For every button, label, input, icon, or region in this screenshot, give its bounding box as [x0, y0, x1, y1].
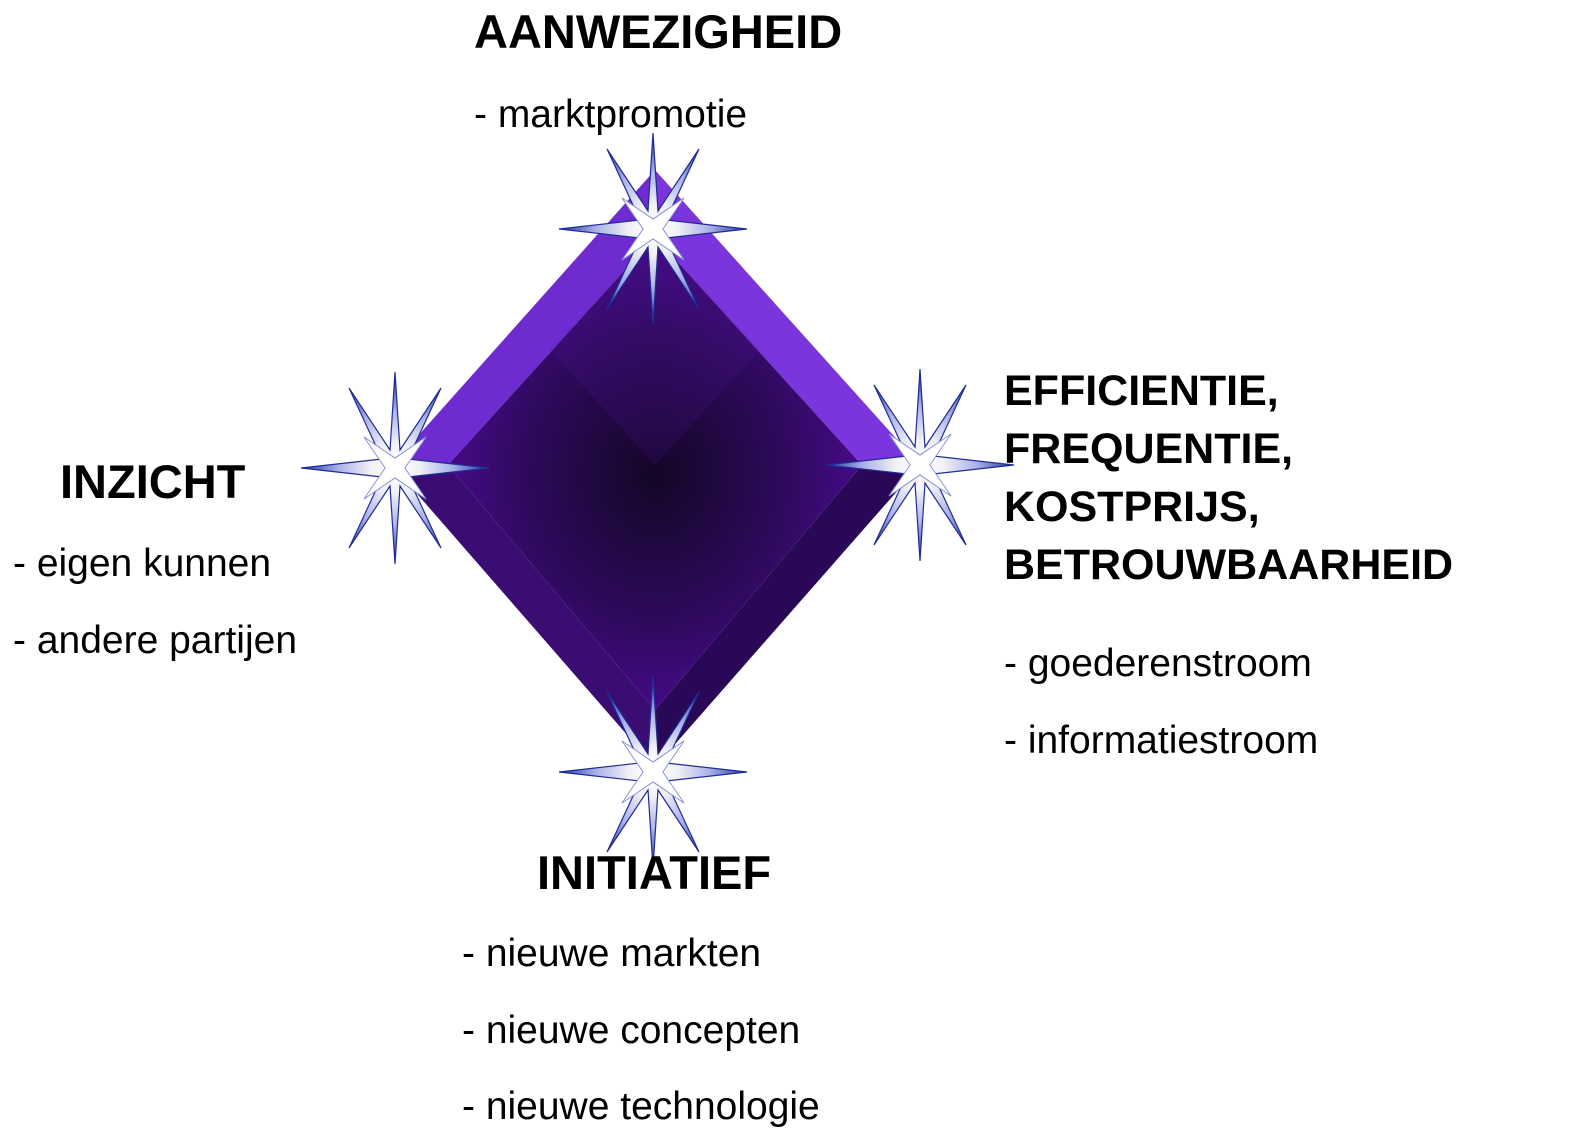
item-marktpromotie: - marktpromotie: [474, 93, 748, 136]
heading-efficientie: EFFICIENTIE, FREQUENTIE, KOSTPRIJS, BETR…: [1004, 362, 1453, 594]
item-nieuwe-concepten: - nieuwe concepten: [462, 1009, 801, 1052]
item-nieuwe-technologie: - nieuwe technologie: [462, 1085, 820, 1128]
item-goederenstroom: - goederenstroom: [1004, 642, 1312, 685]
heading-line: BETROUWBAARHEID: [1004, 541, 1454, 589]
heading-line: EFFICIENTIE,: [1004, 367, 1279, 415]
heading-aanwezigheid: AANWEZIGHEID: [474, 5, 843, 58]
item-informatiestroom: - informatiestroom: [1004, 719, 1319, 762]
diamond-gem-icon: [392, 170, 920, 767]
item-andere-partijen: - andere partijen: [13, 619, 298, 662]
heading-line: KOSTPRIJS,: [1004, 483, 1260, 531]
item-eigen-kunnen: - eigen kunnen: [13, 542, 272, 585]
heading-initiatief: INITIATIEF: [537, 846, 772, 899]
item-nieuwe-markten: - nieuwe markten: [462, 932, 762, 975]
heading-inzicht: INZICHT: [60, 455, 246, 508]
sparkle-star-icon: [558, 675, 748, 869]
heading-line: FREQUENTIE,: [1004, 425, 1294, 473]
